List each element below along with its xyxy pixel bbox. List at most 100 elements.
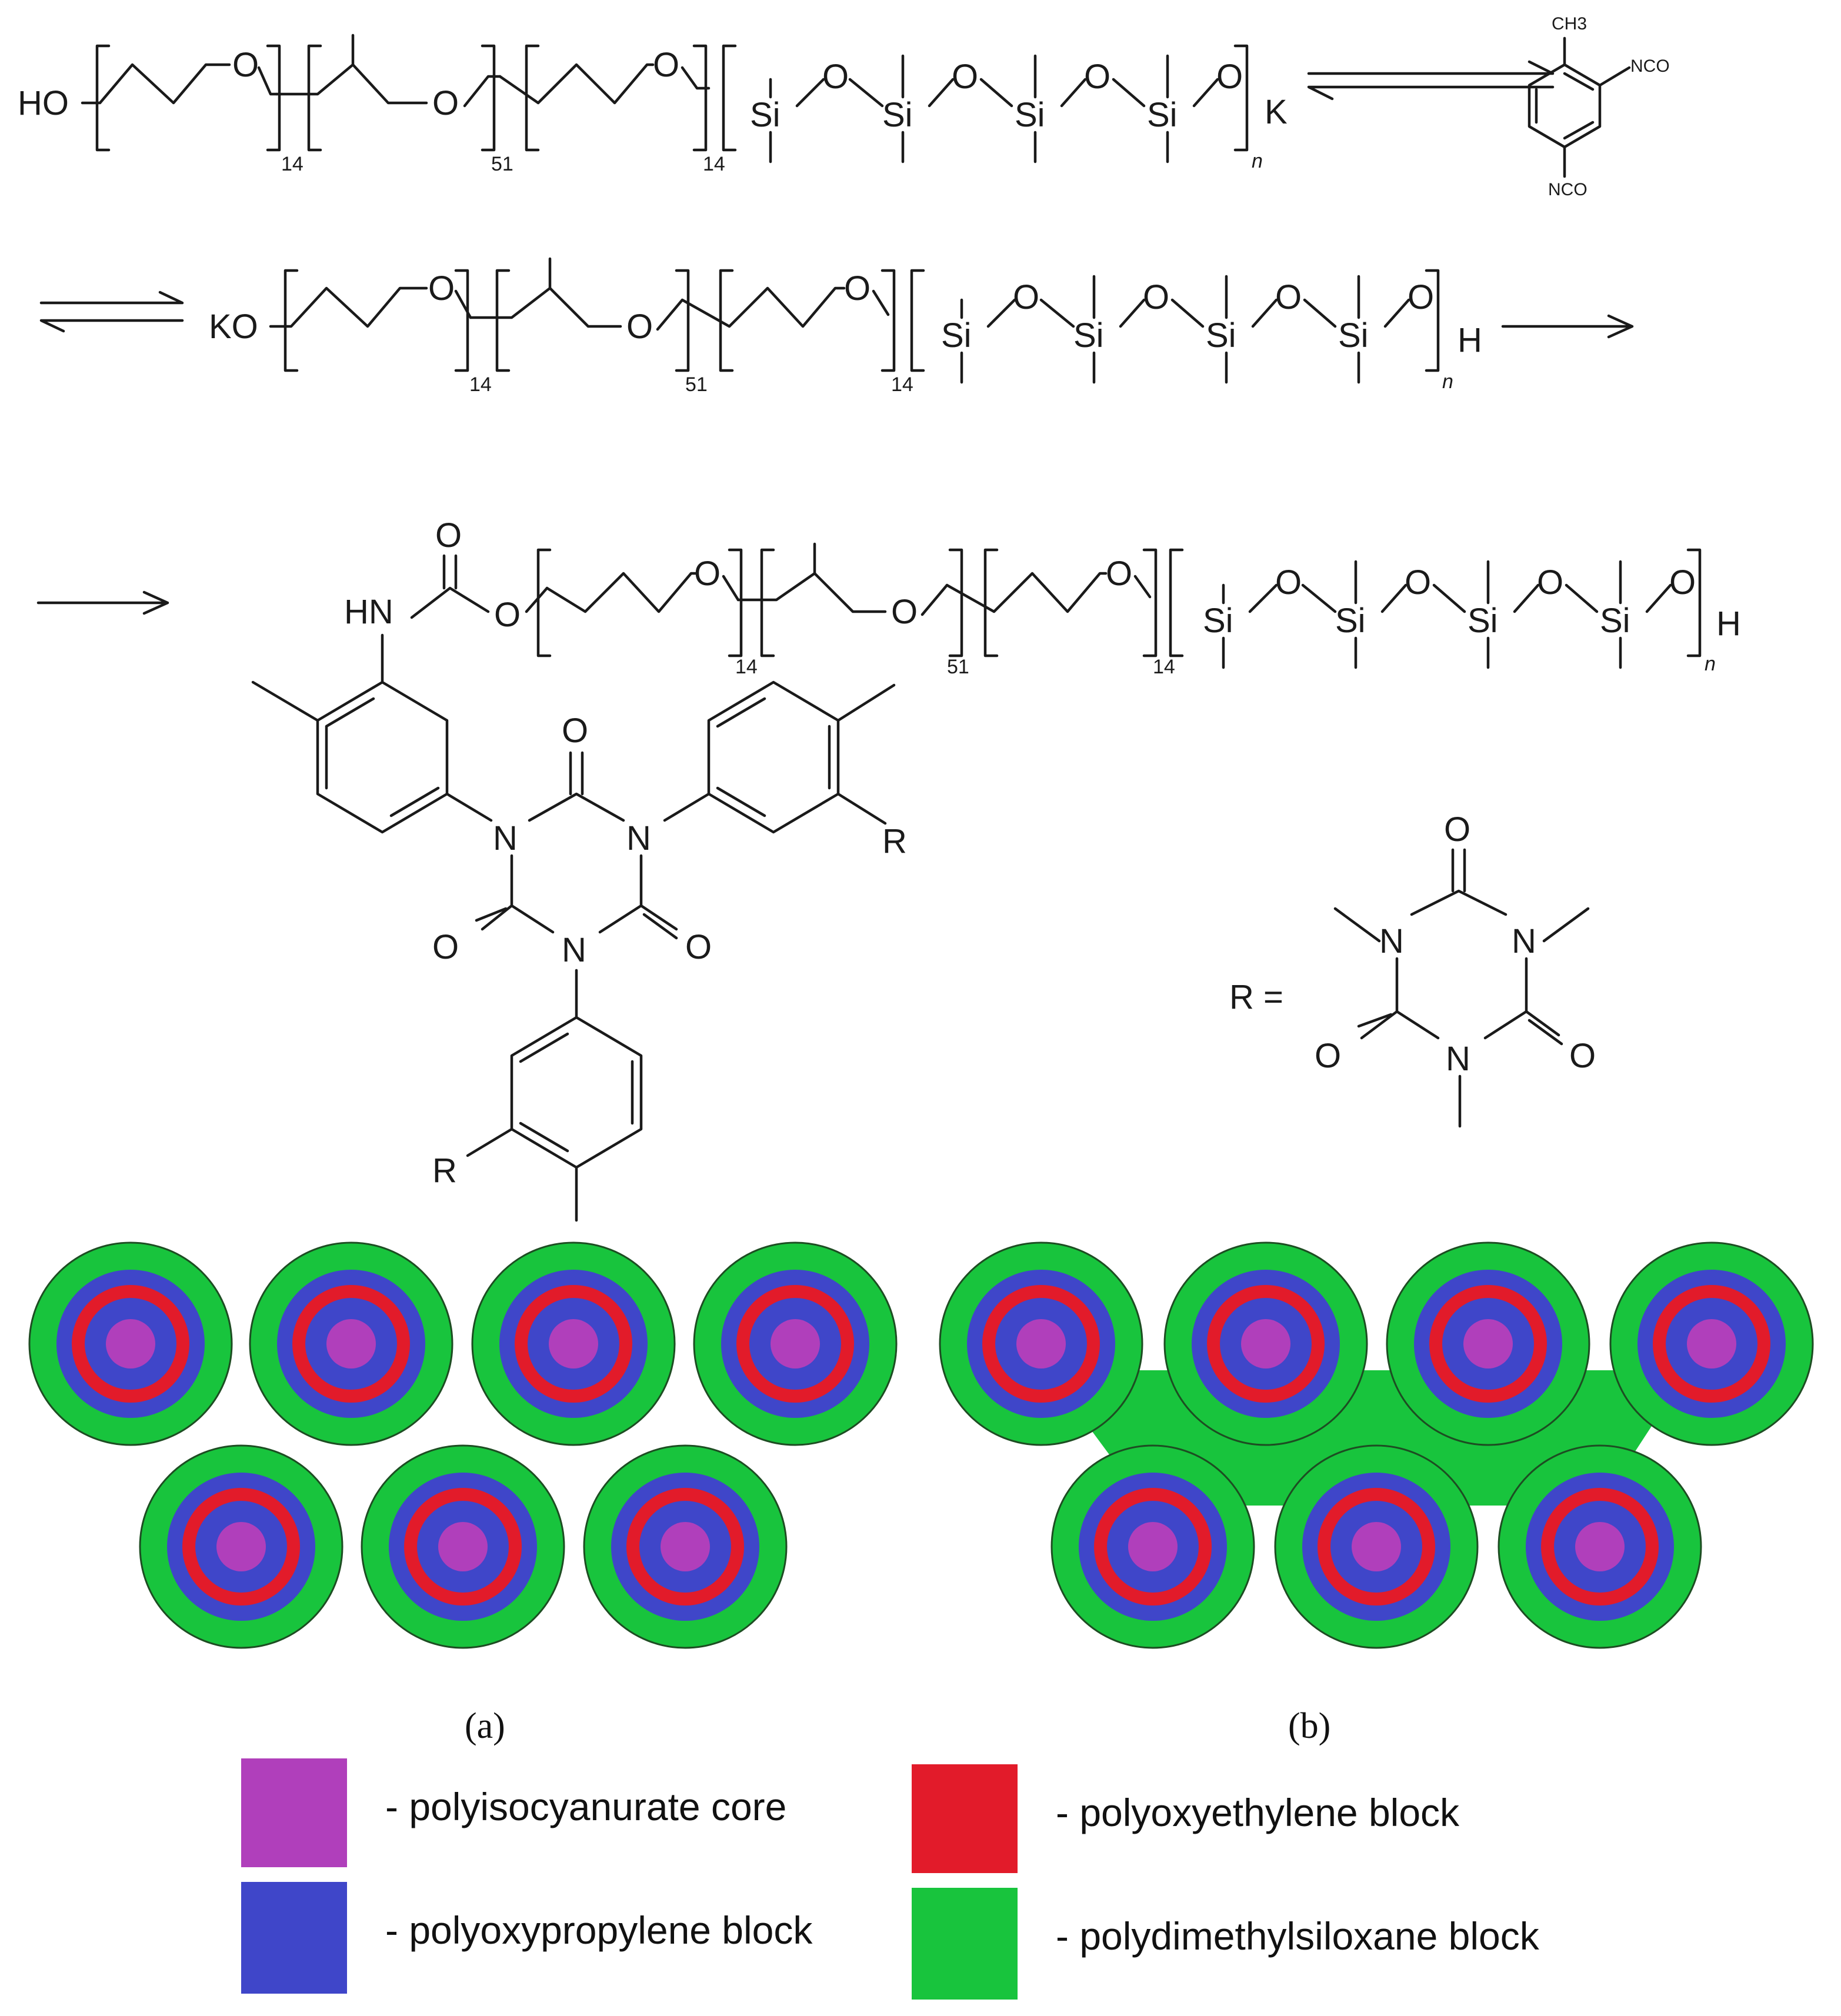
row1-oxygen-3: O: [653, 46, 679, 84]
row2-o-s3: O: [1275, 278, 1302, 316]
r-o-top: O: [1444, 810, 1470, 849]
micelle-b-3: [1386, 1241, 1590, 1446]
row3-sub-51: 51: [947, 656, 969, 678]
reagent-nco-1: NCO: [1630, 56, 1670, 76]
core-r-bottom: R: [432, 1151, 457, 1190]
row2-chain: KO O 14 O 51 O 14 Si O Si O Si O: [209, 257, 1482, 396]
row1-o-s3: O: [1084, 58, 1110, 96]
isocyanurate-core-structure: N O N O N O R R: [251, 633, 907, 1222]
row3-si-4: Si: [1600, 602, 1630, 640]
row3-si-1: Si: [1203, 602, 1233, 640]
row2-sub-14-a: 14: [469, 373, 492, 396]
micelle-b-4: [1609, 1241, 1814, 1446]
panel-a-micelles: [28, 1241, 898, 1649]
row3-oxygen-2: O: [891, 593, 918, 631]
row2-o-s2: O: [1143, 278, 1169, 316]
row1-si-3: Si: [1015, 96, 1045, 134]
row2-end-right: H: [1458, 321, 1482, 359]
row3-hn: HN: [344, 593, 393, 631]
legend-swatch-core: [241, 1758, 347, 1867]
micelle-core: [549, 1319, 598, 1369]
row2-si-2: Si: [1073, 316, 1104, 355]
micelle-core: [326, 1319, 376, 1369]
core-n-1: N: [493, 819, 518, 857]
row3-oxygen-3: O: [1106, 555, 1132, 593]
reagent-ch3: CH3: [1552, 14, 1587, 34]
micelle-core: [106, 1319, 155, 1369]
row2-oxygen-1: O: [428, 269, 455, 308]
row1-o-s2: O: [952, 58, 978, 96]
micelle-a-5: [139, 1444, 343, 1649]
row1-sub-14-a: 14: [281, 153, 304, 175]
core-n-3: N: [562, 931, 586, 969]
micelle-core: [1687, 1319, 1736, 1369]
row3-oxygen-1: O: [694, 555, 721, 593]
row1-sub-14-b: 14: [703, 153, 725, 175]
row1-end-right: K: [1265, 93, 1288, 131]
core-o-top: O: [562, 712, 588, 750]
row2-o-s4: O: [1408, 278, 1434, 316]
row2-sub-51: 51: [685, 373, 708, 396]
row2-oxygen-3: O: [844, 269, 871, 308]
micelle-core: [1241, 1319, 1290, 1369]
micelle-b-5: [1050, 1444, 1255, 1649]
row3-end-h: H: [1716, 605, 1741, 643]
reaction-arrow-2: [36, 590, 169, 615]
r-o-left: O: [1315, 1037, 1341, 1075]
row2-sub-14-b: 14: [891, 373, 913, 396]
row1-sub-n: n: [1252, 150, 1263, 172]
legend: - polyisocyanurate core - polyoxyethylen…: [241, 1758, 1540, 2000]
micelle-b-7: [1498, 1444, 1702, 1649]
micelle-core: [1016, 1319, 1066, 1369]
reaction-arrow-1: [1501, 314, 1634, 339]
legend-label-pdms: - polydimethylsiloxane block: [1056, 1914, 1540, 1958]
row3-ester-o: O: [494, 596, 521, 634]
row3-sub-n: n: [1705, 653, 1716, 675]
row3-o-s1: O: [1275, 563, 1302, 602]
row2-o-s1: O: [1013, 278, 1039, 316]
core-n-2: N: [626, 819, 651, 857]
row3-sub-14-a: 14: [735, 656, 758, 678]
panel-a-label: (a): [465, 1706, 505, 1746]
row2-sub-n: n: [1442, 371, 1453, 393]
row3-o-s3: O: [1537, 563, 1563, 602]
r-n-bottom: N: [1446, 1040, 1470, 1078]
equilibrium-arrow-1: [1307, 60, 1555, 101]
row1-si-1: Si: [750, 96, 781, 134]
micelle-core: [771, 1319, 820, 1369]
core-o-left: O: [432, 928, 459, 966]
micelle-core: [438, 1522, 488, 1571]
row1-oxygen-2: O: [432, 84, 459, 122]
row3-si-2: Si: [1335, 602, 1366, 640]
row3-sub-14-b: 14: [1153, 656, 1175, 678]
micelle-b-1: [939, 1241, 1143, 1446]
equilibrium-arrow-2: [39, 291, 184, 333]
micelle-core: [216, 1522, 266, 1571]
row2-si-1: Si: [941, 316, 972, 355]
row2-end-left: KO: [209, 308, 258, 346]
core-r-right: R: [882, 822, 907, 860]
row1-si-4: Si: [1147, 96, 1178, 134]
micelle-a-2: [249, 1241, 453, 1446]
row1-oxygen-1: O: [232, 46, 259, 84]
row1-sub-51: 51: [491, 153, 513, 175]
r-equals: R =: [1229, 978, 1283, 1016]
panel-b-micelles: [939, 1241, 1814, 1649]
row3-o-s2: O: [1405, 563, 1431, 602]
row1-si-2: Si: [882, 96, 913, 134]
r-n-right: N: [1512, 922, 1536, 960]
micelle-core: [1352, 1522, 1401, 1571]
row3-o-s4: O: [1669, 563, 1696, 602]
micelle-a-4: [693, 1241, 898, 1446]
row3-carbonyl-o: O: [435, 516, 462, 555]
row2-si-3: Si: [1206, 316, 1236, 355]
legend-swatch-ppo: [241, 1882, 347, 1994]
micelle-b-6: [1274, 1444, 1479, 1649]
row2-oxygen-2: O: [626, 308, 653, 346]
legend-label-ppo: - polyoxypropylene block: [385, 1908, 813, 1952]
tdi-reagent: CH3 NCO NCO: [1528, 14, 1670, 199]
row1-chain: HO O 14 O 51 O 14 Si O Si O Si: [18, 34, 1288, 175]
legend-label-peo: - polyoxyethylene block: [1056, 1791, 1460, 1834]
micelle-core: [1128, 1522, 1178, 1571]
